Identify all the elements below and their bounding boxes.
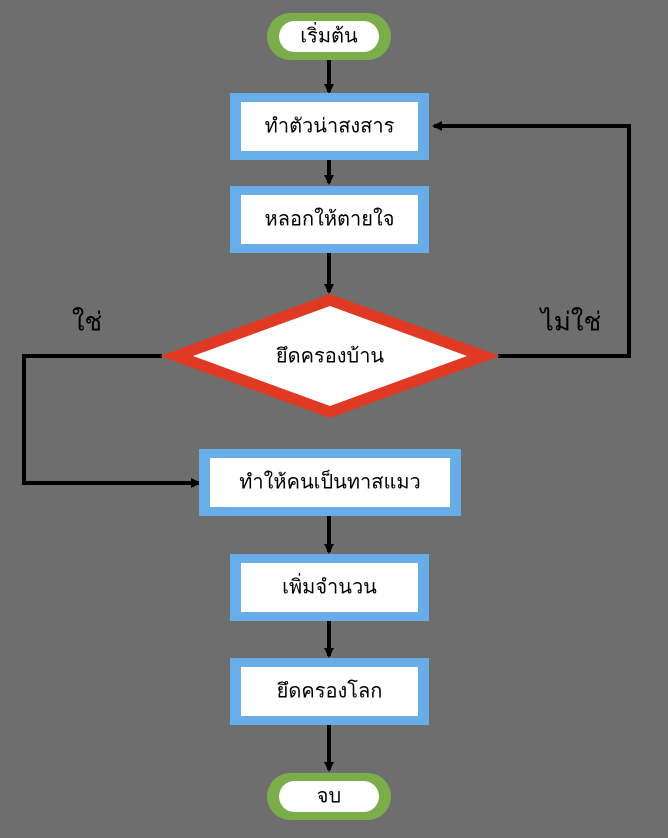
connector-yes-branch	[22, 354, 201, 488]
step-make-cute-label: ทำตัวน่าสงสาร	[265, 114, 395, 138]
decision-label: ยึดครองบ้าน	[276, 344, 385, 368]
step-multiply: เพิ่มจำนวน	[230, 554, 429, 621]
branch-no-label: ไม่ใช่	[539, 307, 602, 338]
end-label: จบ	[317, 784, 341, 808]
step-make-cute: ทำตัวน่าสงสาร	[230, 93, 429, 160]
connector-no-branch	[432, 121, 631, 358]
step-world: ยึดครองโลก	[230, 658, 429, 725]
start-label: เริ่มต้น	[300, 22, 358, 48]
step-multiply-label: เพิ่มจำนวน	[282, 573, 377, 599]
step-world-label: ยึดครองโลก	[277, 679, 383, 703]
connectors	[22, 60, 631, 772]
step-trick-label: หลอกให้ตายใจ	[265, 207, 395, 231]
step-enslave: ทำให้คนเป็นทาสแมว	[199, 449, 461, 516]
end-terminal: จบ	[267, 773, 391, 820]
branch-yes-label: ใช่	[72, 308, 102, 338]
decision-occupy-house: ยึดครองบ้าน	[160, 294, 500, 418]
step-trick: หลอกให้ตายใจ	[230, 186, 429, 253]
start-terminal: เริ่มต้น	[267, 13, 391, 60]
step-enslave-label: ทำให้คนเป็นทาสแมว	[239, 469, 421, 494]
